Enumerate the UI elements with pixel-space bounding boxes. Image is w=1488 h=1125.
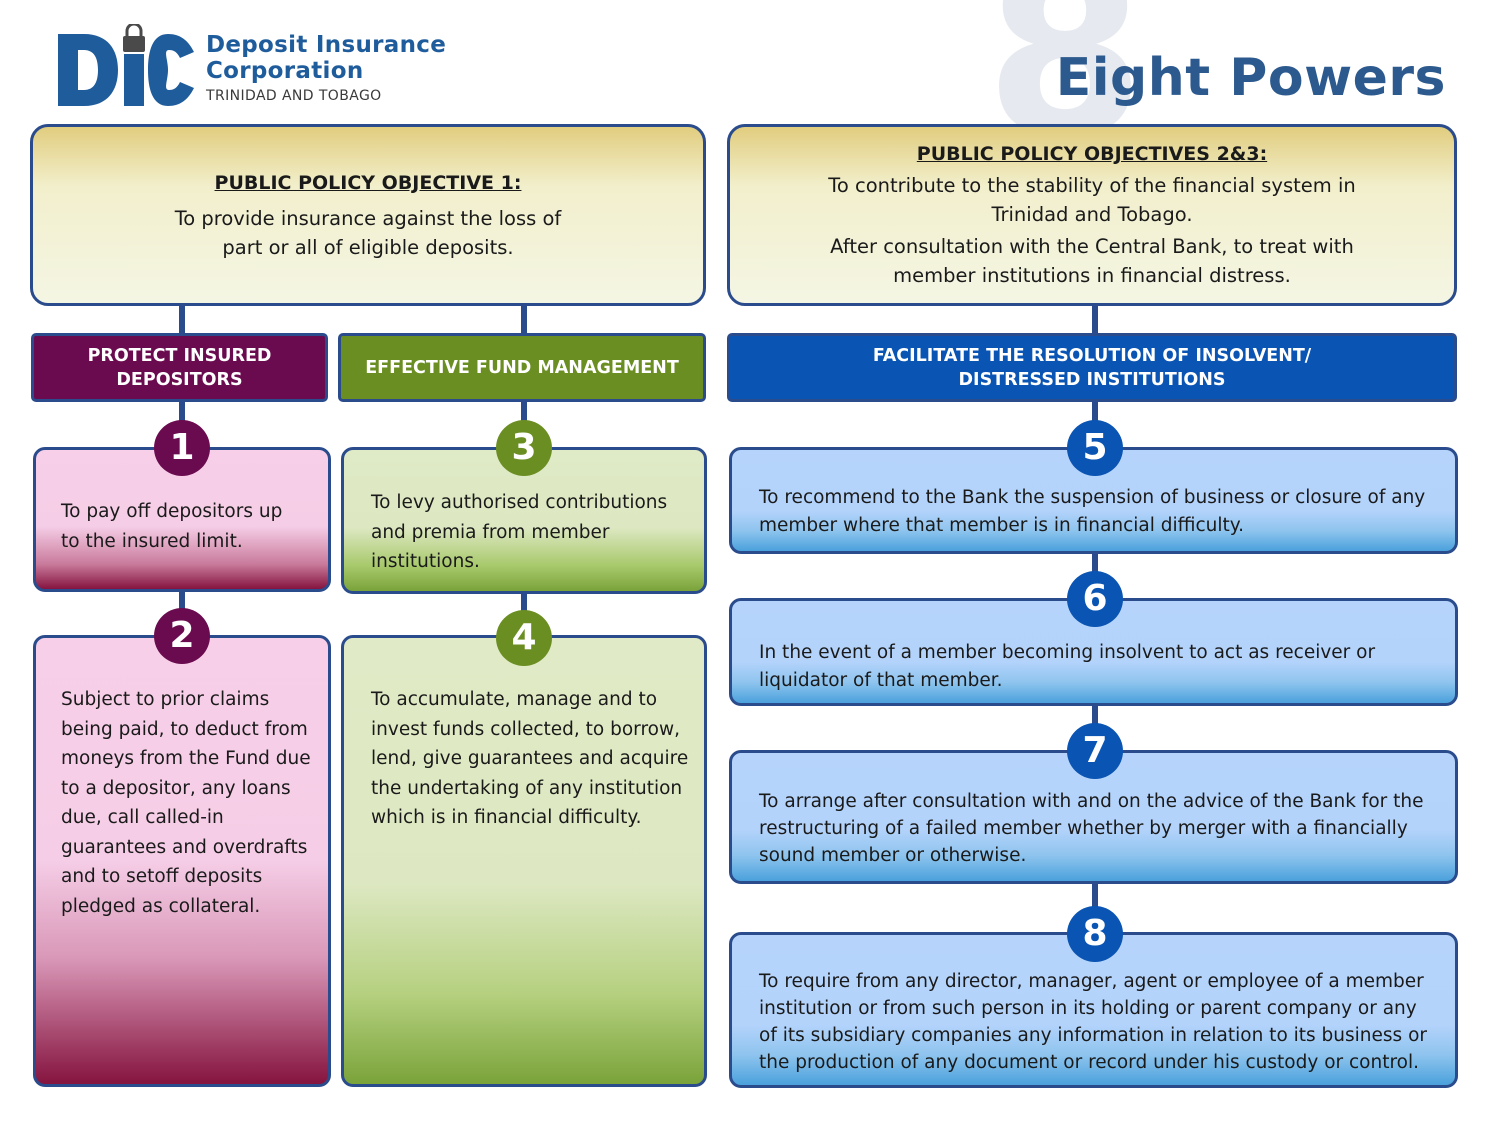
power-1-box: To pay off depositors up to the insured … xyxy=(33,447,331,592)
power-1-text: To pay off depositors up to the insured … xyxy=(61,501,283,552)
objective-2-text: To contribute to the stability of the fi… xyxy=(828,174,1356,226)
org-country: TRINIDAD AND TOBAGO xyxy=(206,88,382,104)
category-resolution: FACILITATE THE RESOLUTION OF INSOLVENT/ … xyxy=(727,333,1457,402)
power-number-4: 4 xyxy=(496,610,552,666)
power-2-box: Subject to prior claims being paid, to d… xyxy=(33,635,331,1087)
category-protect-depositors: PROTECT INSURED DEPOSITORS xyxy=(31,333,328,402)
objective-2-3-title: PUBLIC POLICY OBJECTIVES 2&3: xyxy=(916,143,1268,165)
connector xyxy=(521,304,527,336)
page-title: Eight Powers xyxy=(1055,48,1446,108)
power-8-text: To require from any director, manager, a… xyxy=(759,971,1427,1073)
organization-name: Deposit Insurance Corporation TRINIDAD A… xyxy=(206,32,446,104)
dic-logo-icon xyxy=(58,24,194,106)
category-label: PROTECT INSURED DEPOSITORS xyxy=(87,345,272,390)
power-number-1: 1 xyxy=(154,420,210,476)
category-fund-management: EFFECTIVE FUND MANAGEMENT xyxy=(338,333,706,402)
power-5-box: To recommend to the Bank the suspension … xyxy=(729,447,1458,554)
power-number-2: 2 xyxy=(154,608,210,664)
power-4-box: To accumulate, manage and to invest fund… xyxy=(341,635,707,1087)
power-6-text: In the event of a member becoming insolv… xyxy=(759,642,1376,691)
power-7-text: To arrange after consultation with and o… xyxy=(759,791,1424,866)
power-number-7: 7 xyxy=(1067,723,1123,779)
power-number-5: 5 xyxy=(1067,420,1123,476)
power-number-3: 3 xyxy=(496,420,552,476)
objective-1-box: PUBLIC POLICY OBJECTIVE 1: To provide in… xyxy=(30,124,706,306)
org-name-line1: Deposit Insurance xyxy=(206,32,447,58)
objective-1-title: PUBLIC POLICY OBJECTIVE 1: xyxy=(214,171,522,194)
category-label: FACILITATE THE RESOLUTION OF INSOLVENT/ … xyxy=(872,345,1312,390)
power-4-text: To accumulate, manage and to invest fund… xyxy=(371,689,689,828)
power-2-text: Subject to prior claims being paid, to d… xyxy=(61,689,311,917)
power-number-8: 8 xyxy=(1067,906,1123,962)
objective-1-text: To provide insurance against the loss of… xyxy=(174,206,562,259)
connector xyxy=(179,304,185,336)
org-name-line2: Corporation xyxy=(206,58,364,84)
power-3-text: To levy authorised contributions and pre… xyxy=(371,492,668,572)
power-5-text: To recommend to the Bank the suspension … xyxy=(759,487,1426,536)
category-label: EFFECTIVE FUND MANAGEMENT xyxy=(365,357,679,378)
objective-2-3-box: PUBLIC POLICY OBJECTIVES 2&3: To contrib… xyxy=(727,124,1457,306)
power-number-6: 6 xyxy=(1067,571,1123,627)
connector xyxy=(1092,304,1098,336)
objective-3-text: After consultation with the Central Bank… xyxy=(830,235,1354,287)
